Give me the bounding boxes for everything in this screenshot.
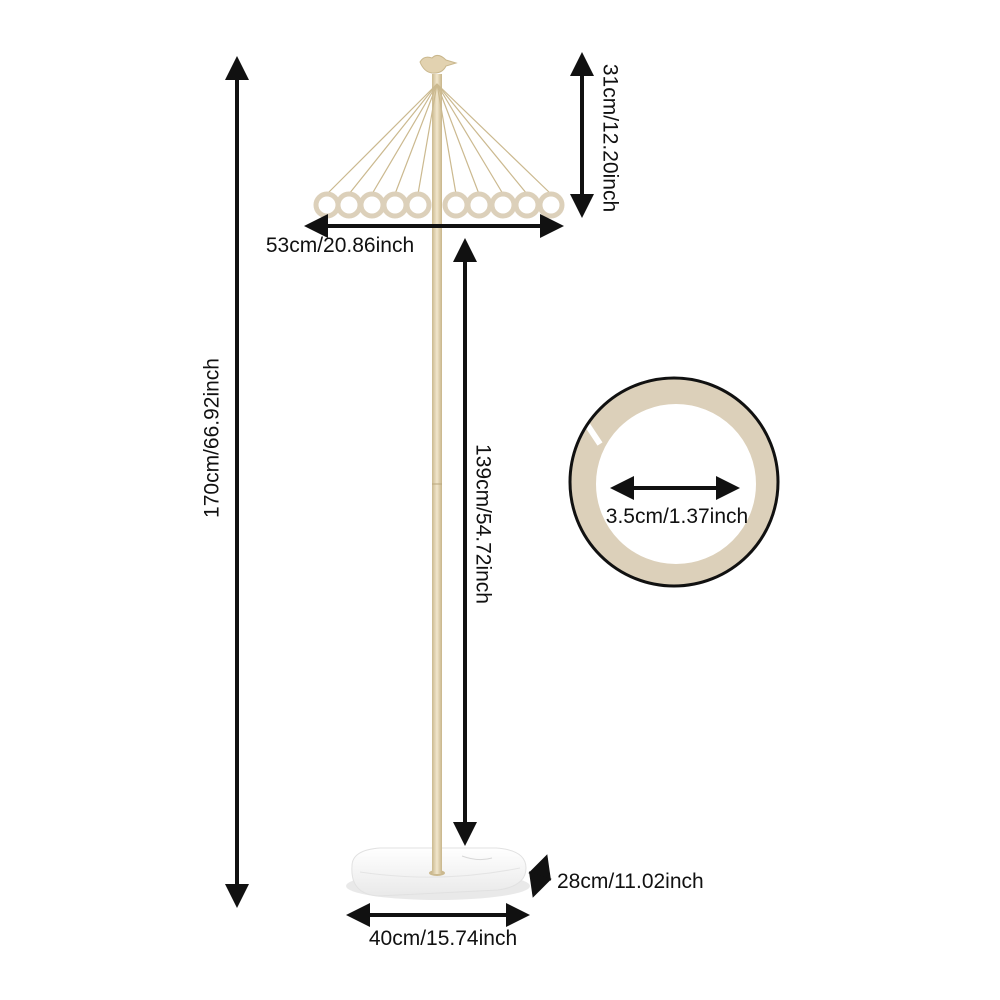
base-width-label: 40cm/15.74inch: [369, 927, 517, 950]
pole-height-dimension: 139cm/54.72inch: [453, 238, 494, 846]
ring-diameter-label: 3.5cm/1.37inch: [606, 505, 748, 528]
hanger-wire: [348, 83, 438, 195]
hanger-width-label: 53cm/20.86inch: [266, 234, 414, 257]
hanger-ring: [442, 191, 470, 219]
base-depth-label: 28cm/11.02inch: [557, 870, 704, 893]
hanger-wire: [436, 83, 504, 195]
ring-detail-magnifier: 3.5cm/1.37inch: [568, 376, 780, 588]
hanger-ring: [313, 191, 341, 219]
total-height-label: 170cm/66.92inch: [201, 358, 224, 518]
hanger-wire: [436, 83, 480, 195]
hanger-wire: [394, 83, 438, 195]
hanger-height-label: 31cm/12.20inch: [598, 64, 621, 212]
hanger-width-dimension: 53cm/20.86inch: [266, 214, 564, 257]
base-depth-dimension: 28cm/11.02inch: [528, 854, 704, 898]
hanger-ring: [489, 191, 517, 219]
hanger-wires: [326, 83, 552, 195]
hanger-height-dimension: 31cm/12.20inch: [570, 52, 621, 218]
pole: [432, 74, 442, 874]
base-width-dimension: 40cm/15.74inch: [346, 903, 530, 950]
hanger-ring: [381, 191, 409, 219]
pole-height-label: 139cm/54.72inch: [471, 444, 494, 604]
total-height-dimension: 170cm/66.92inch: [201, 56, 249, 908]
coat-rack: [313, 54, 565, 900]
hanger-ring: [513, 191, 541, 219]
hanger-wire: [436, 83, 528, 195]
hanger-ring: [537, 191, 565, 219]
hanger-ring: [358, 191, 386, 219]
magnifier-frame: [568, 376, 780, 588]
hanger-wire: [326, 83, 438, 195]
hanger-wire: [436, 83, 457, 195]
hanger-ring: [404, 191, 432, 219]
hanger-wire: [436, 83, 552, 195]
hanger-ring: [335, 191, 363, 219]
hanger-wire: [371, 83, 438, 195]
hanger-ring: [465, 191, 493, 219]
hanger-wire: [417, 83, 438, 195]
base-depth-arrow: [528, 854, 552, 898]
bird-topper-icon: [419, 54, 458, 74]
